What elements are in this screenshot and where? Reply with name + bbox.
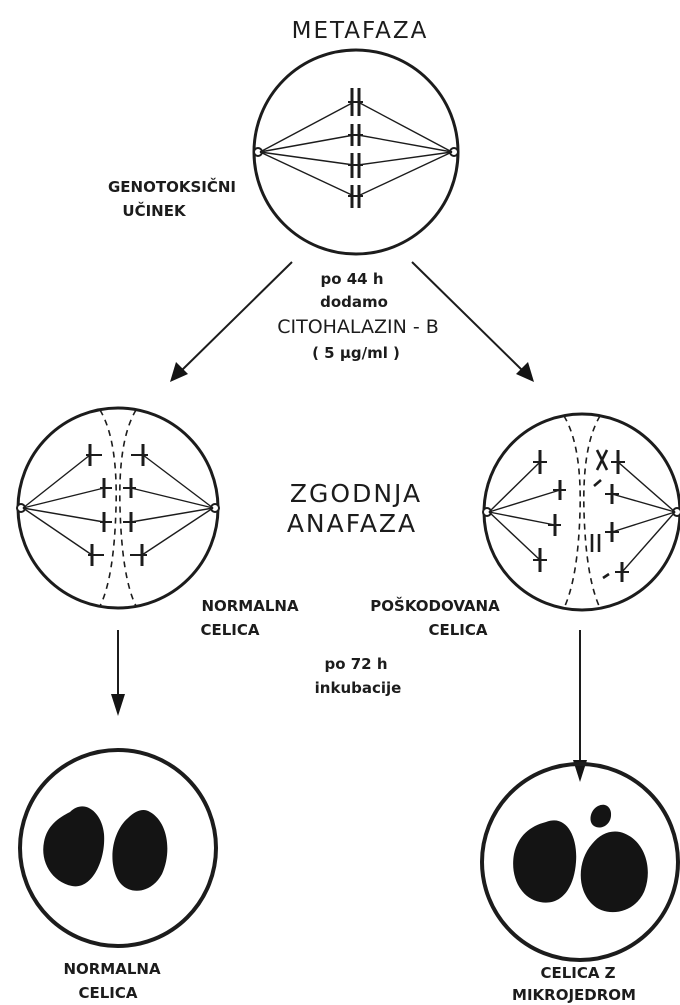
micronucleus <box>591 805 612 828</box>
label-citohalazin: CITOHALAZIN - B <box>277 316 439 338</box>
anaphase-damaged-spindle-fibres <box>489 462 675 572</box>
anaphase-damaged-furrow <box>564 416 600 608</box>
metaphase-cell-membrane <box>254 50 458 254</box>
label-genotoksicni: GENOTOKSIČNI <box>108 177 236 196</box>
metaphase-chromosomes <box>348 88 363 208</box>
nucleus-right <box>112 810 167 891</box>
nucleus-left <box>43 806 104 886</box>
label-anafaza: ANAFAZA <box>287 509 417 538</box>
anaphase-damaged-lagging-fragments <box>592 450 609 578</box>
main-nucleus-right <box>581 832 648 913</box>
label-normalna-mid: NORMALNA <box>201 597 299 615</box>
binucleate-normal-cell <box>20 750 216 946</box>
anaphase-normal-chromatids <box>86 444 148 566</box>
anaphase-damaged-chromatids <box>533 450 629 582</box>
anaphase-normal-cell <box>17 408 219 608</box>
label-celica-mid: CELICA <box>200 621 259 639</box>
label-celica-z: CELICA Z <box>540 964 615 982</box>
label-concentration: ( 5 µg/ml ) <box>312 344 400 362</box>
label-po-72h: po 72 h <box>324 655 387 673</box>
anaphase-damaged-cell <box>483 414 680 610</box>
anaphase-normal-membrane <box>18 408 218 608</box>
main-nucleus-left <box>513 820 576 902</box>
arrow-to-normal-binucleate <box>111 630 125 716</box>
micronucleated-membrane <box>482 764 678 960</box>
label-normalna-bottom: NORMALNA <box>63 960 161 978</box>
label-poskodovana: POŠKODOVANA <box>370 596 500 615</box>
label-ucinek: UČINEK <box>122 201 187 220</box>
micronucleated-cell <box>482 764 678 960</box>
label-celica-bottom: CELICA <box>78 984 137 1002</box>
label-celica-damaged: CELICA <box>428 621 487 639</box>
label-inkubacije: inkubacije <box>315 679 402 697</box>
anaphase-normal-furrow <box>100 410 136 606</box>
metaphase-spindle-fibres <box>260 102 452 196</box>
label-mikrojedrom: MIKROJEDROM <box>512 986 636 1004</box>
arrow-to-micronucleated <box>573 630 587 782</box>
anaphase-normal-spindle-fibres <box>23 455 213 555</box>
label-dodamo: dodamo <box>320 293 388 311</box>
metaphase-cell <box>254 50 458 254</box>
anaphase-damaged-membrane <box>484 414 680 610</box>
title-metafaza: METAFAZA <box>292 18 429 44</box>
label-zgodnja: ZGODNJA <box>290 479 422 508</box>
arrow-to-normal-anaphase <box>170 262 292 382</box>
label-po-44h: po 44 h <box>320 270 383 288</box>
